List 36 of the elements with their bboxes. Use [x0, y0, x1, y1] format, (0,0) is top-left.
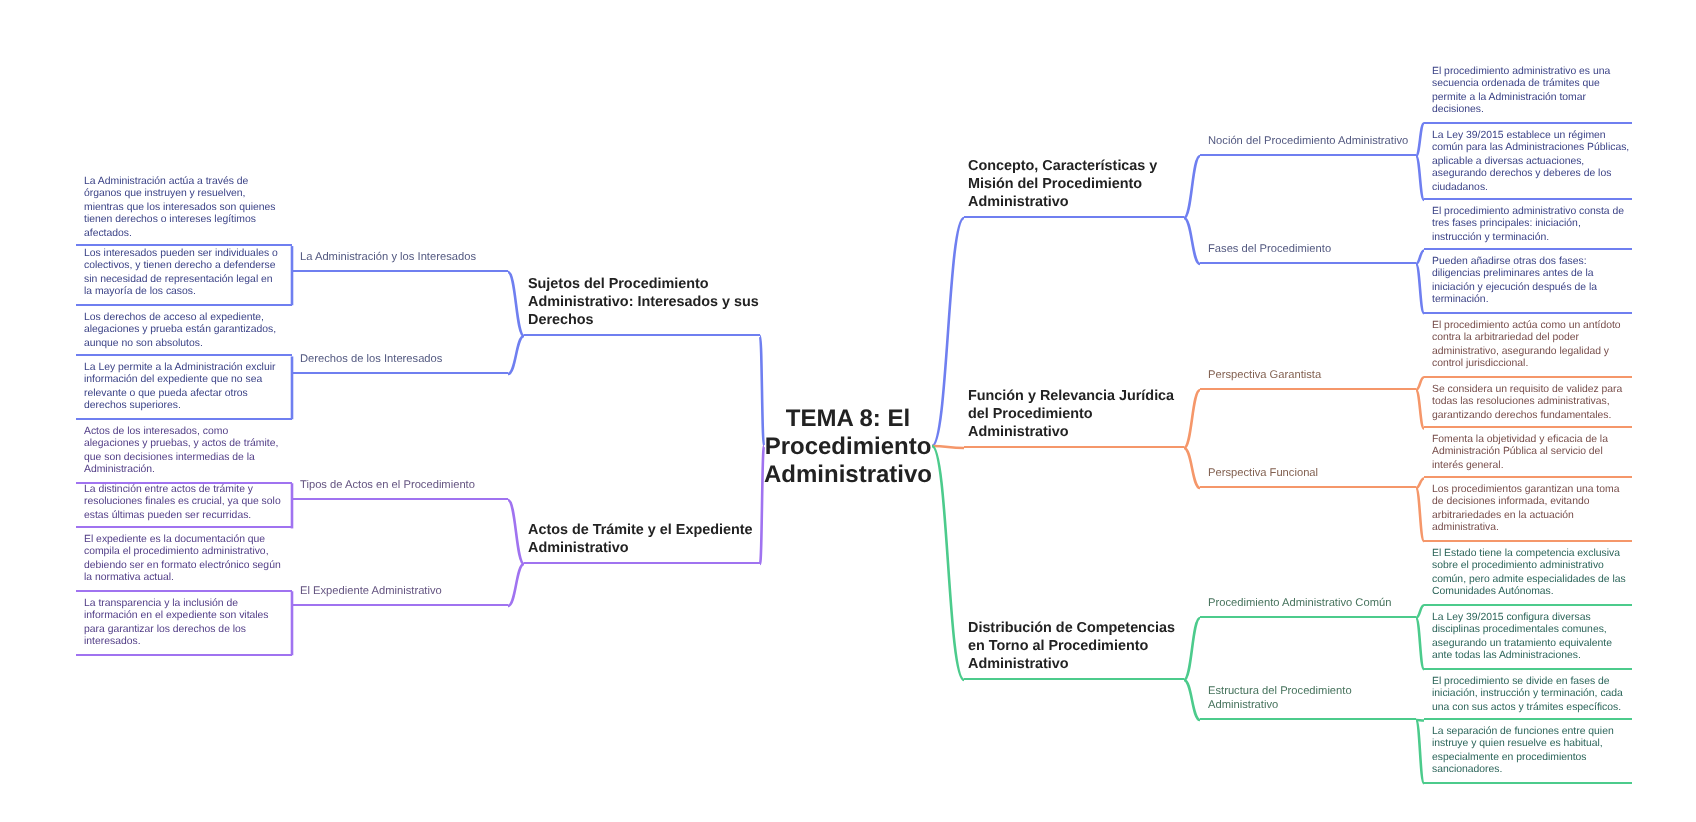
connector-line — [1183, 389, 1201, 449]
connector-line — [1415, 604, 1425, 620]
connector-line — [1414, 617, 1426, 670]
connector-line — [1414, 263, 1426, 314]
connector-line — [290, 606, 294, 656]
connector-line — [290, 483, 294, 500]
connector-line — [1183, 617, 1201, 681]
connector-line — [758, 335, 766, 447]
connector-line — [1183, 155, 1201, 219]
connector-line — [290, 374, 294, 420]
connector-line — [1414, 155, 1426, 201]
connector-line — [931, 217, 965, 447]
connector-line — [1414, 122, 1426, 157]
connector-line — [1183, 216, 1201, 266]
connector-line — [290, 356, 294, 374]
connector-line — [1414, 389, 1426, 430]
connector-line — [1415, 718, 1425, 722]
connector-line — [1415, 376, 1425, 392]
connector-line — [507, 499, 525, 565]
connector-line — [1183, 446, 1201, 490]
connector-line — [290, 246, 294, 272]
connector-line — [1414, 487, 1426, 542]
central-topic: TEMA 8: El Procedimiento Administrativo — [764, 404, 932, 488]
connector-line — [507, 271, 525, 337]
connector-line — [290, 500, 294, 529]
connector-line — [932, 444, 964, 450]
connector-line — [931, 445, 965, 681]
connector-line — [1415, 477, 1425, 490]
connector-line — [1414, 719, 1426, 784]
connector-line — [507, 334, 525, 376]
connector-line — [758, 445, 766, 565]
connector-line — [1183, 678, 1201, 722]
connector-line — [290, 272, 294, 306]
connector-line — [1415, 249, 1425, 266]
connector-line — [507, 562, 525, 608]
connector-line — [290, 591, 294, 606]
